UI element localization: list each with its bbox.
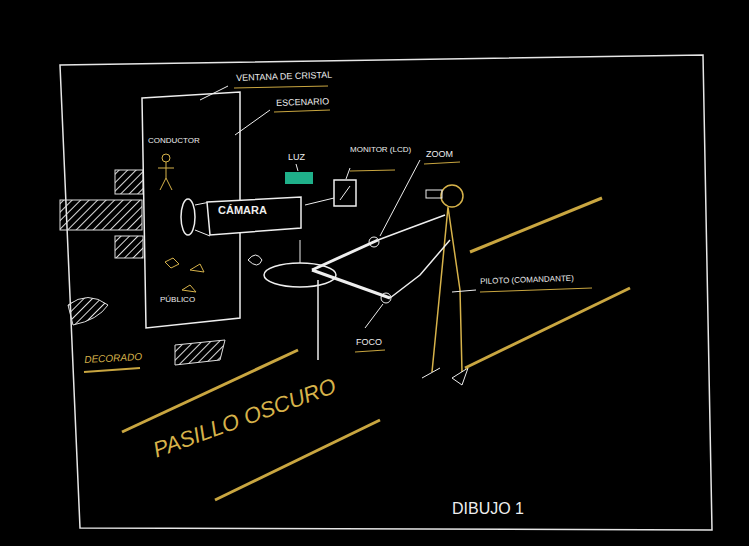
- callout-label: VENTANA DE CRISTAL: [236, 71, 332, 84]
- callout-label: MONITOR (LCD): [350, 146, 411, 155]
- drawing-caption: DIBUJO 1: [452, 500, 524, 518]
- callout-label: ZOOM: [426, 150, 453, 160]
- callout-label: LUZ: [288, 153, 305, 163]
- callout-label: ESCENARIO: [276, 97, 329, 109]
- camera-label: CÁMARA: [206, 196, 302, 224]
- callout-label: DECORADO: [84, 351, 142, 365]
- camera-box: CÁMARA: [206, 196, 302, 236]
- callout-label: FOCO: [356, 338, 382, 348]
- callout-label: CONDUCTOR: [148, 137, 200, 146]
- corridor-title: PASILLO OSCURO: [150, 374, 339, 463]
- callout-label: PILOTO (COMANDANTE): [480, 275, 574, 287]
- callout-label: PÚBLICO: [160, 296, 195, 305]
